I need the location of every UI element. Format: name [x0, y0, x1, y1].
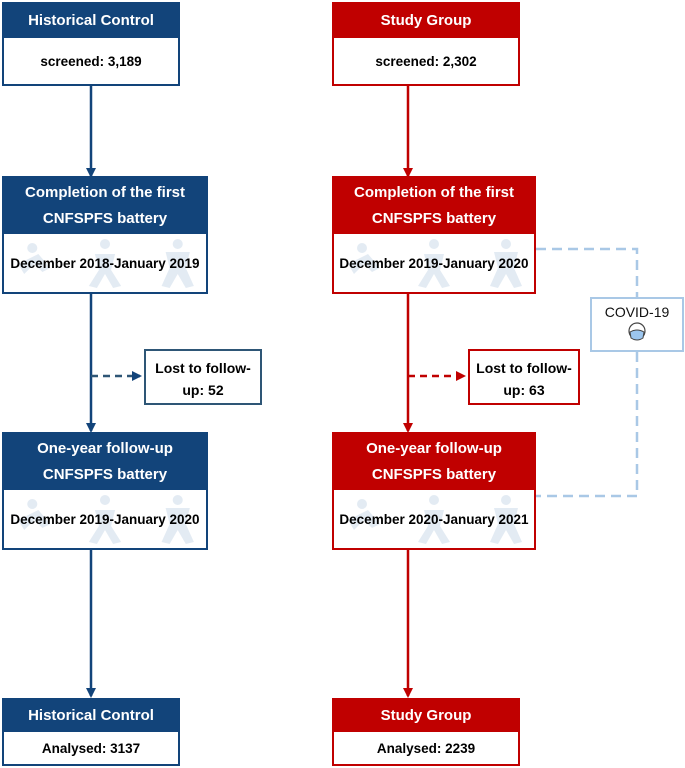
left-analysed-header: Historical Control [4, 700, 178, 732]
right-analysed-body: Analysed: 2239 [334, 732, 518, 764]
left-analysed-box: Historical Control Analysed: 3137 [2, 698, 180, 766]
right-first-title-line1: Completion of the first [354, 184, 514, 201]
right-screened-header: Study Group [334, 4, 518, 38]
covid-19-box: COVID-19 [590, 297, 684, 352]
covid-19-label: COVID-19 [604, 304, 670, 320]
right-lost-to-followup-box: Lost to follow- up: 63 [468, 349, 580, 405]
left-first-battery-box: Completion of the first CNFSPFS battery … [2, 176, 208, 294]
right-screened-box: Study Group screened: 2,302 [332, 2, 520, 86]
right-followup-battery-box: One-year follow-up CNFSPFS battery Decem… [332, 432, 536, 550]
left-followup-title-line1: One-year follow-up [37, 440, 173, 457]
left-followup-body: December 2019-January 2020 [4, 490, 206, 548]
left-first-battery-date: December 2018-January 2019 [10, 255, 200, 271]
right-screened-title: Study Group [380, 12, 472, 29]
right-lost-line2: up: 63 [503, 382, 545, 398]
left-analysed-count: Analysed: 3137 [41, 740, 141, 756]
left-analysed-title: Historical Control [28, 707, 154, 724]
left-screened-count: screened: 3,189 [40, 53, 142, 69]
right-followup-header: One-year follow-up CNFSPFS battery [334, 434, 534, 490]
right-analysed-header: Study Group [334, 700, 518, 732]
left-lost-to-followup-box: Lost to follow- up: 52 [144, 349, 262, 405]
left-first-title-line2: CNFSPFS battery [42, 210, 168, 227]
sports-figures-watermark [348, 239, 522, 288]
sports-figures-watermark [18, 239, 194, 288]
right-followup-date: December 2020-January 2021 [339, 511, 529, 527]
left-screened-body: screened: 3,189 [4, 38, 178, 84]
sports-figures-watermark [348, 495, 522, 544]
left-screened-box: Historical Control screened: 3,189 [2, 2, 180, 86]
right-followup-title-line2: CNFSPFS battery [371, 466, 497, 483]
right-followup-body: December 2020-January 2021 [334, 490, 534, 548]
left-lost-line1: Lost to follow- [155, 360, 251, 376]
right-analysed-title: Study Group [380, 707, 472, 724]
face-mask-icon [628, 322, 646, 341]
covid-bracket-dashed [536, 247, 639, 498]
right-analysed-count: Analysed: 2239 [376, 740, 476, 756]
right-screened-count: screened: 2,302 [375, 53, 477, 69]
right-first-battery-header: Completion of the first CNFSPFS battery [334, 178, 534, 234]
right-first-title-line2: CNFSPFS battery [371, 210, 497, 227]
left-followup-battery-box: One-year follow-up CNFSPFS battery Decem… [2, 432, 208, 550]
left-followup-title-line2: CNFSPFS battery [42, 466, 168, 483]
sports-figures-watermark [18, 495, 194, 544]
left-first-battery-body: December 2018-January 2019 [4, 234, 206, 292]
left-first-title-line1: Completion of the first [25, 184, 185, 201]
right-first-battery-date: December 2019-January 2020 [339, 255, 529, 271]
left-screened-title: Historical Control [28, 12, 154, 29]
right-screened-body: screened: 2,302 [334, 38, 518, 84]
right-analysed-box: Study Group Analysed: 2239 [332, 698, 520, 766]
left-followup-date: December 2019-January 2020 [10, 511, 200, 527]
right-first-battery-box: Completion of the first CNFSPFS battery … [332, 176, 536, 294]
right-lost-line1: Lost to follow- [476, 360, 572, 376]
left-screened-header: Historical Control [4, 4, 178, 38]
left-followup-header: One-year follow-up CNFSPFS battery [4, 434, 206, 490]
right-first-battery-body: December 2019-January 2020 [334, 234, 534, 292]
left-lost-line2: up: 52 [182, 382, 224, 398]
left-analysed-body: Analysed: 3137 [4, 732, 178, 764]
left-first-battery-header: Completion of the first CNFSPFS battery [4, 178, 206, 234]
right-followup-title-line1: One-year follow-up [366, 440, 502, 457]
